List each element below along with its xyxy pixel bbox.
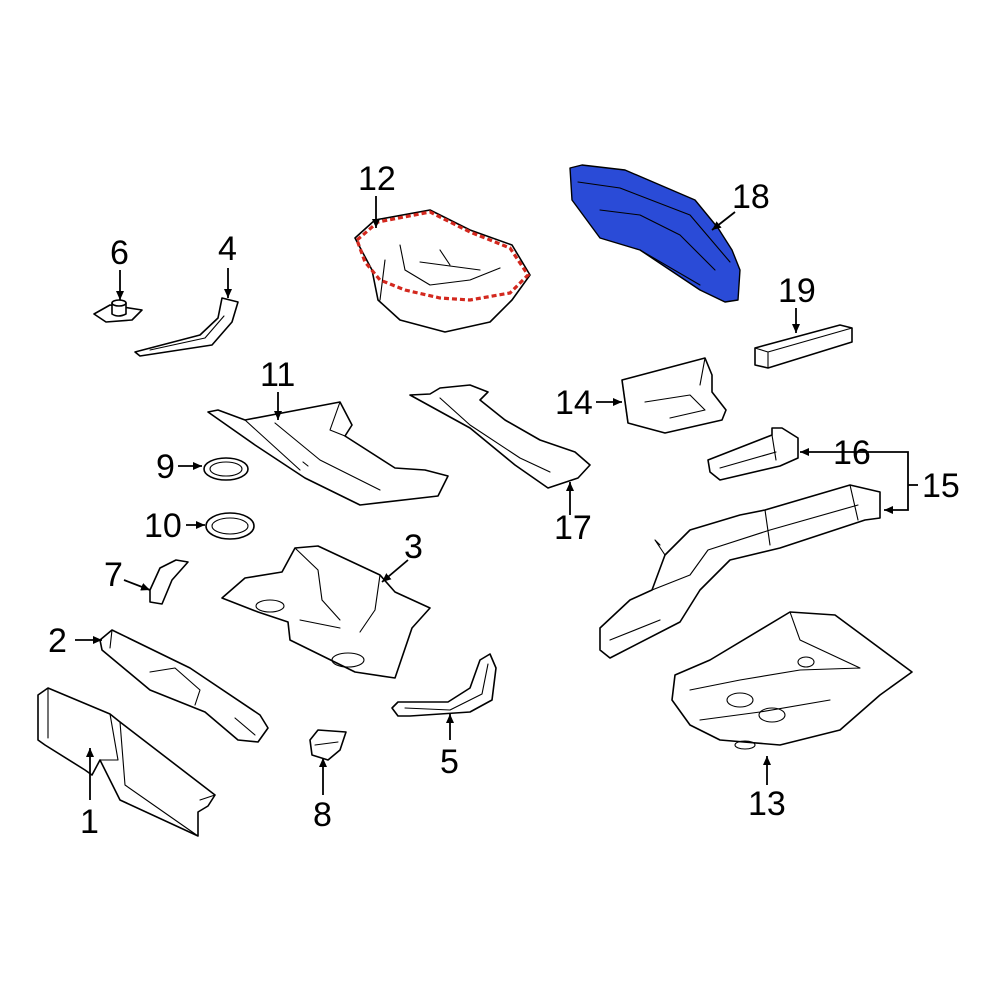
- part-4-bracket: [134, 297, 239, 357]
- callout-2: 2: [48, 622, 67, 660]
- part-10-grommet: [205, 512, 255, 540]
- callout-17: 17: [554, 509, 592, 547]
- part-3-floorpan: [221, 545, 431, 679]
- part-17-rail: [409, 384, 591, 489]
- callout-6: 6: [110, 234, 129, 272]
- callout-7: 7: [104, 556, 123, 594]
- callout-13: 13: [748, 785, 786, 823]
- callout-4: 4: [218, 230, 237, 268]
- part-1-panel: [37, 687, 216, 837]
- part-7-bracket: [149, 559, 189, 605]
- callout-14: 14: [555, 384, 593, 422]
- callout-10: 10: [144, 507, 182, 545]
- callout-5: 5: [440, 743, 459, 781]
- part-5-bracket: [391, 653, 497, 717]
- part-19-bar: [754, 324, 853, 369]
- part-13-floor: [671, 611, 913, 750]
- callout-8: 8: [313, 796, 332, 834]
- part-15-rail: [599, 484, 881, 659]
- leader-lines: [75, 196, 918, 800]
- callout-1: 1: [80, 803, 99, 841]
- callout-18: 18: [732, 178, 770, 216]
- part-12-tub: [354, 209, 531, 333]
- callout-3: 3: [404, 528, 423, 566]
- callout-16: 16: [833, 434, 871, 472]
- part-8-bracket: [309, 729, 347, 761]
- callout-19: 19: [778, 272, 816, 310]
- part-2-crossmember: [99, 629, 269, 743]
- part-9-grommet: [203, 457, 249, 481]
- part-16-bracket: [707, 427, 799, 481]
- part-18-member: [569, 164, 741, 303]
- callout-9: 9: [156, 448, 175, 486]
- part-11-panel: [207, 401, 449, 506]
- callout-11: 11: [260, 356, 295, 394]
- seal-highlight: [355, 210, 531, 302]
- callout-12: 12: [358, 160, 396, 198]
- callout-15: 15: [922, 467, 960, 505]
- part-6-stud: [93, 299, 143, 323]
- part-14-bracket: [621, 357, 727, 434]
- callout-labels: 1 2 3 4 5 6 7 8 9 10 11 12 13 14 15 16 1…: [48, 160, 960, 841]
